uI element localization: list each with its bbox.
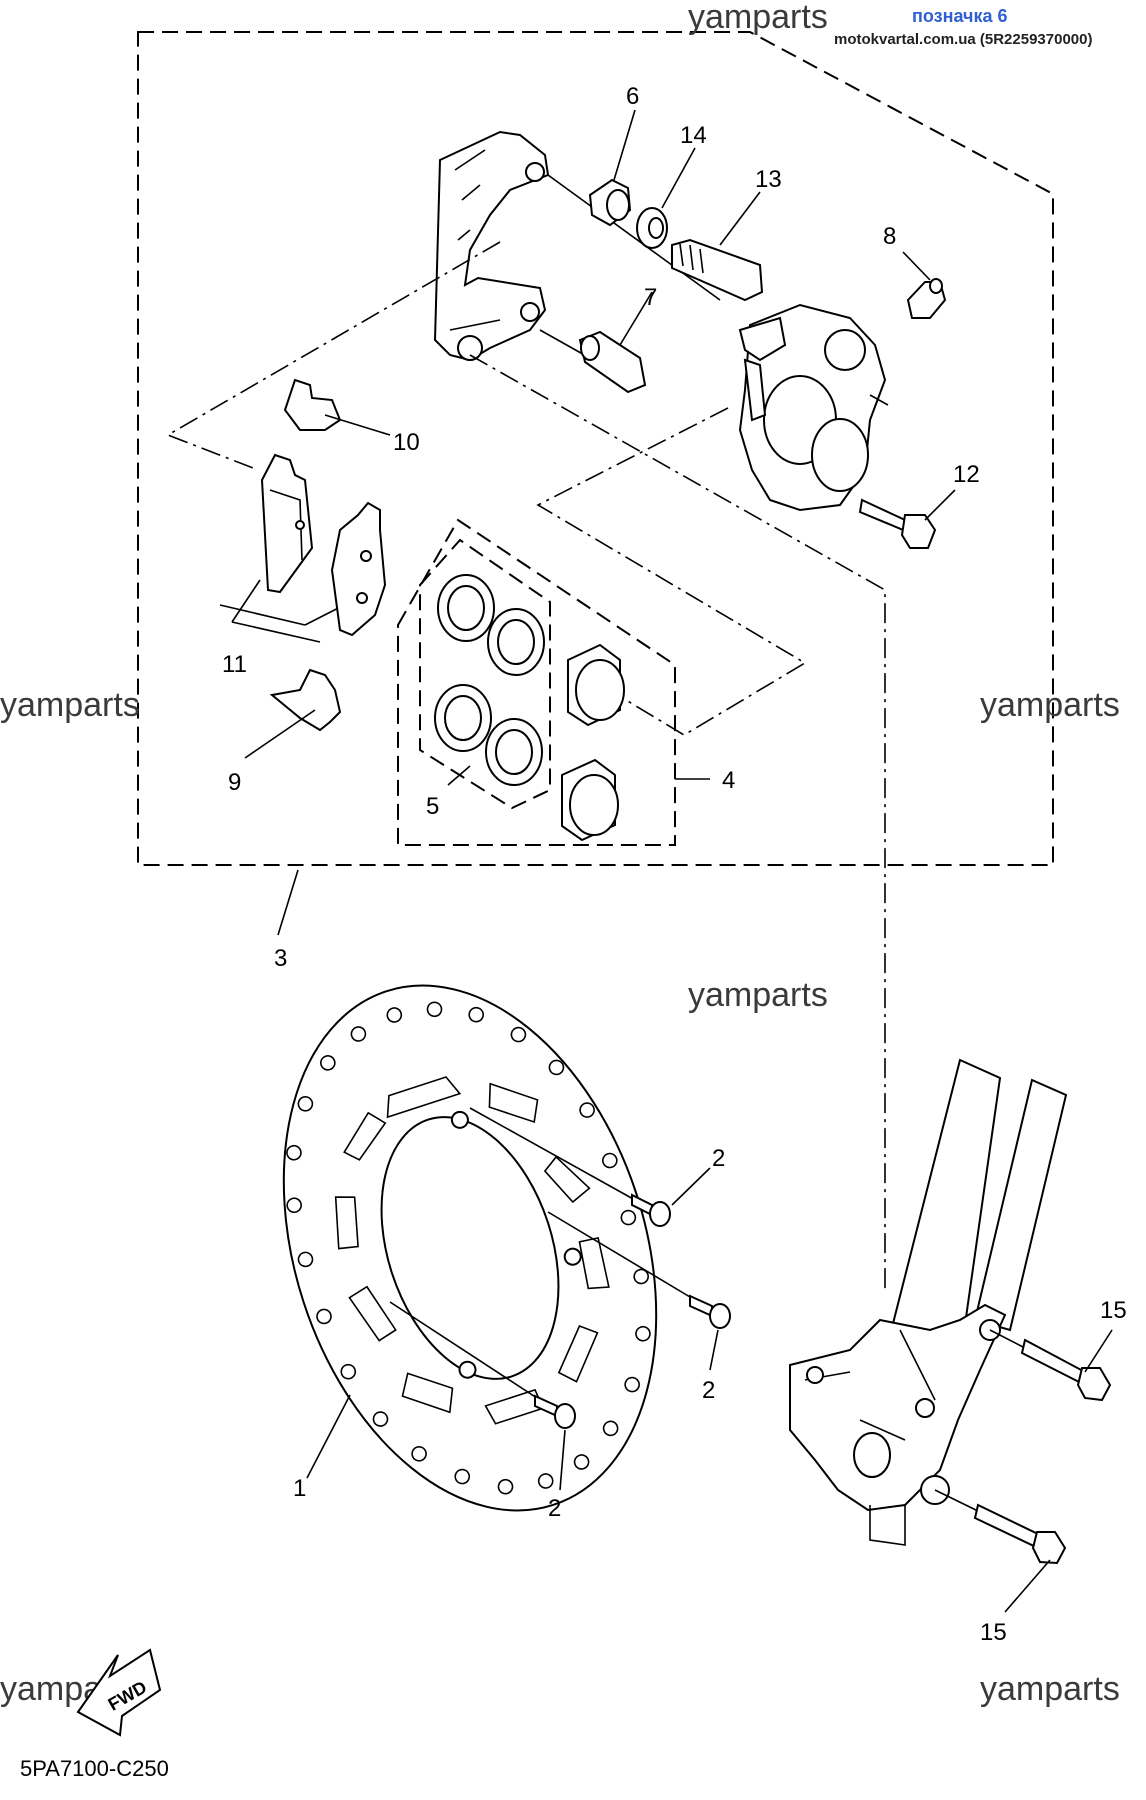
piston-icon: [561, 643, 625, 842]
caliper-assembly-boundary: [137, 31, 1054, 936]
callout-numbers: 6 14 13 8 7 10 12 11 9 4 5 3 2 2 2 1 15 …: [222, 83, 1127, 1646]
caliper-body-icon: [738, 303, 889, 512]
disc-bolt-leaders: [389, 1107, 696, 1401]
callout-6: 6: [626, 83, 639, 110]
watermark: yamparts: [688, 976, 828, 1014]
watermarks: yamparts yamparts yamparts yamparts yamp…: [0, 0, 1120, 1708]
callout-2-bottom: 2: [548, 1495, 561, 1522]
callout-13: 13: [755, 166, 782, 193]
watermark: yamparts: [0, 686, 140, 724]
caliper-bracket-icon: [433, 130, 550, 362]
watermark: yamparts: [980, 686, 1120, 724]
pin-boot-icon: [636, 207, 668, 249]
disc-bolt-icon: [534, 1193, 731, 1429]
callout-4: 4: [722, 767, 735, 794]
slide-pin-icon: [671, 238, 764, 302]
boot-icon: [588, 178, 632, 227]
pad-support-icon: [269, 668, 342, 732]
mounting-bolt-icon: [934, 1329, 1112, 1565]
fork-leg-icon: [789, 1058, 1068, 1546]
pin-icon: [578, 330, 647, 394]
brake-disc-icon: [282, 984, 658, 1512]
callout-11: 11: [222, 651, 247, 678]
callout-9: 9: [228, 769, 241, 796]
watermark: yamparts: [688, 0, 828, 36]
source-stamp: позначка 6 motokvartal.com.ua (5R2259370…: [834, 6, 1092, 48]
callout-5: 5: [426, 793, 439, 820]
callout-10: 10: [393, 429, 420, 456]
callout-2-middle: 2: [702, 1377, 715, 1404]
callout-2-top: 2: [712, 1145, 725, 1172]
stamp-subtitle: motokvartal.com.ua (5R2259370000): [834, 31, 1092, 48]
callout-15-top: 15: [1100, 1297, 1127, 1324]
callout-leaders: [244, 109, 1113, 1613]
diagram-code: 5PA7100-C250: [20, 1756, 169, 1781]
piston-group-boundary: [397, 518, 710, 846]
callout-1: 1: [293, 1475, 306, 1502]
brake-pad-kit-icon: [231, 453, 387, 643]
caliper-bolt-icon: [858, 498, 937, 549]
callout-12: 12: [953, 461, 980, 488]
watermark: yamparts: [980, 1670, 1120, 1708]
callout-14: 14: [680, 122, 707, 149]
callout-3: 3: [274, 945, 287, 972]
seal-kit-icon: [434, 574, 545, 786]
callout-15-bottom: 15: [980, 1619, 1007, 1646]
stamp-title: позначка 6: [912, 6, 1008, 26]
seal-group-boundary: [419, 538, 551, 810]
callout-7: 7: [644, 284, 657, 311]
pad-spring-icon: [283, 378, 342, 431]
bleed-screw-icon: [906, 278, 947, 319]
callout-8: 8: [883, 223, 896, 250]
